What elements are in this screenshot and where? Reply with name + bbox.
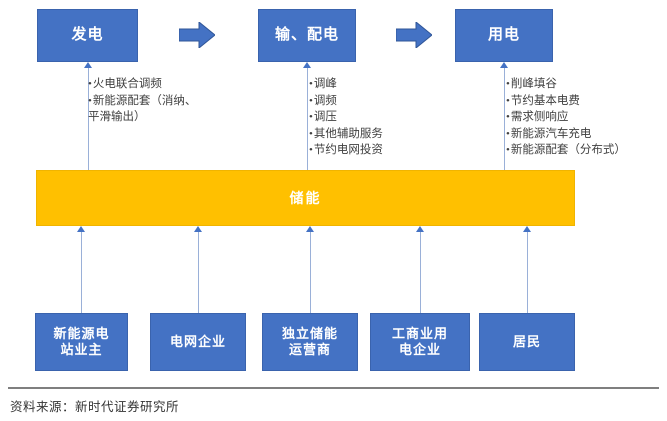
bullet-item: 调峰	[309, 76, 429, 93]
arrowhead-up-residents-icon	[523, 226, 531, 232]
connector-storage-to-consumption	[504, 68, 505, 172]
bullet-item: 节约电网投资	[309, 142, 429, 159]
bullet-item: 节约基本电费	[506, 93, 666, 110]
bottom-box-independent-storage-operator[interactable]: 独立储能 运营商	[262, 313, 358, 371]
bottom-box-grid-enterprise[interactable]: 电网企业	[150, 313, 246, 371]
bullet-item: 火电联合调频	[88, 76, 228, 93]
footer-divider	[8, 387, 659, 389]
arrowhead-up-transmission-icon	[303, 62, 311, 68]
bullet-item: 削峰填谷	[506, 76, 666, 93]
arrowhead-up-generation-icon	[84, 62, 92, 68]
connector-industrial-user-to-storage	[420, 232, 421, 314]
bottom-box-industrial-commercial-user[interactable]: 工商业用 电企业	[370, 313, 470, 371]
bullet-item: 调压	[309, 109, 429, 126]
arrowhead-up-independent-operator-icon	[306, 226, 314, 232]
bullet-group-generation: 火电联合调频 新能源配套（消纳、 平滑输出）	[88, 76, 228, 126]
arrowhead-up-grid-enterprise-icon	[194, 226, 202, 232]
arrowhead-up-industrial-user-icon	[416, 226, 424, 232]
bottom-box-newenergy-station-owner[interactable]: 新能源电 站业主	[35, 313, 128, 371]
connector-independent-operator-to-storage	[310, 232, 311, 314]
bullet-item: 新能源配套（分布式）	[506, 142, 666, 159]
arrowhead-up-consumption-icon	[500, 62, 508, 68]
source-note: 资料来源：新时代证券研究所	[10, 400, 180, 414]
storage-bar[interactable]: 储能	[36, 170, 575, 226]
bullet-item: 其他辅助服务	[309, 126, 429, 143]
arrowhead-up-newenergy-owner-icon	[77, 226, 85, 232]
bullet-item: 调频	[309, 93, 429, 110]
arrow-transmission-to-consumption-icon	[395, 20, 433, 50]
top-box-transmission-distribution[interactable]: 输、配电	[258, 9, 356, 62]
arrow-generation-to-transmission-icon	[178, 20, 216, 50]
top-box-generation[interactable]: 发电	[37, 9, 138, 62]
bottom-box-residents[interactable]: 居民	[479, 313, 575, 371]
connector-residents-to-storage	[527, 232, 528, 314]
bullet-item: 新能源配套（消纳、 平滑输出）	[88, 93, 228, 126]
connector-grid-enterprise-to-storage	[198, 232, 199, 314]
bullet-group-transmission: 调峰 调频 调压 其他辅助服务 节约电网投资	[309, 76, 429, 159]
top-box-consumption[interactable]: 用电	[455, 9, 553, 62]
connector-storage-to-transmission	[307, 68, 308, 172]
bullet-item: 新能源汽车充电	[506, 126, 666, 143]
connector-newenergy-owner-to-storage	[81, 232, 82, 314]
bullet-item: 需求侧响应	[506, 109, 666, 126]
bullet-group-consumption: 削峰填谷 节约基本电费 需求侧响应 新能源汽车充电 新能源配套（分布式）	[506, 76, 666, 159]
